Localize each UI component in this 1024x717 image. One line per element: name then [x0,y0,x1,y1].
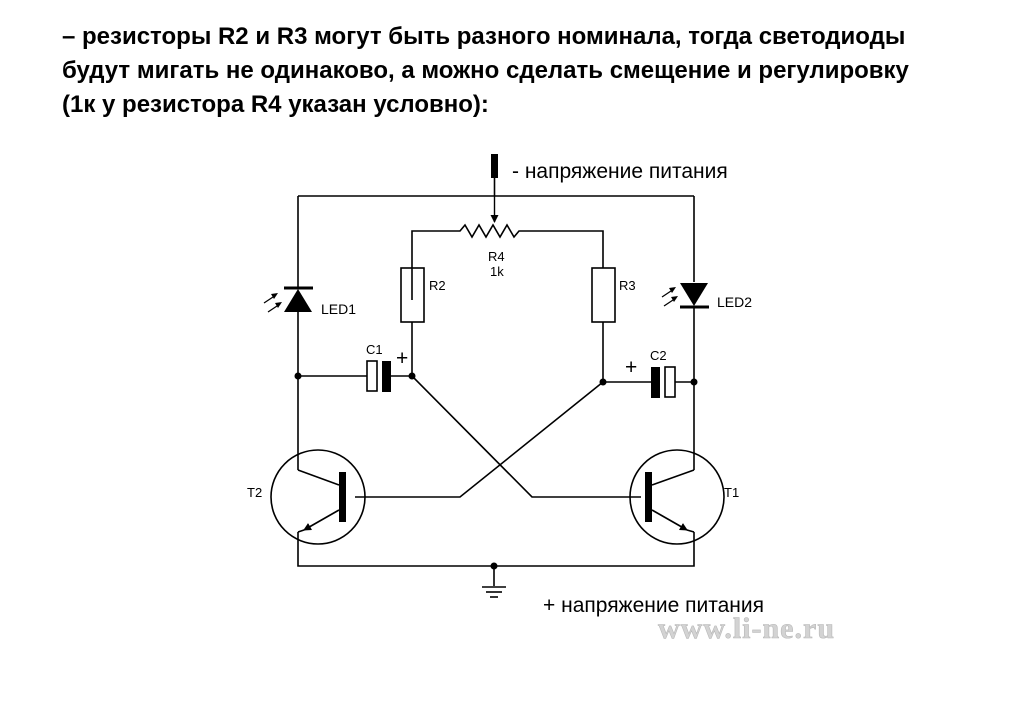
c1-label: C1 [366,342,383,357]
caption-line-1: – резисторы R2 и R3 могут быть разного н… [62,23,906,50]
supply-negative-label: - напряжение питания [512,160,728,183]
r4-potentiometer [411,223,604,300]
led2-label: LED2 [717,294,752,310]
r3-label: R3 [619,278,636,293]
t1-label: T1 [724,485,739,500]
caption-line-2: будут мигать не одинаково, а можно сдела… [62,57,909,84]
led1-label: LED1 [321,301,356,317]
junction-dot [690,378,698,386]
r4-label: R4 [488,249,505,264]
caption-line-3: (1к у резистора R4 указан условно): [62,91,489,118]
r3-resistor [591,267,616,323]
supply-negative-terminal [491,154,498,196]
junction-dot [294,372,302,380]
cross-wire-c1-to-t1 [411,375,641,498]
c2-polarity: + [625,356,637,379]
c2-label: C2 [650,348,667,363]
led2-diode [661,283,709,309]
t1-transistor [629,449,725,545]
t2-label: T2 [247,485,262,500]
supply-positive-label: + напряжение питания [543,594,764,617]
caption-text: – резисторы R2 и R3 могут быть разного н… [62,20,992,122]
r2-label: R2 [429,278,446,293]
cross-wire-c2-to-t2 [355,381,604,498]
r4-value: 1k [490,264,504,279]
ground-symbol [482,566,506,598]
c1-polarity: + [396,347,408,370]
c2-capacitor [651,366,676,398]
bottom-rail [297,532,695,567]
c1-capacitor [366,360,391,392]
t2-transistor [270,449,366,545]
led1-diode [263,286,313,313]
watermark: www.li-ne.ru [658,612,835,645]
